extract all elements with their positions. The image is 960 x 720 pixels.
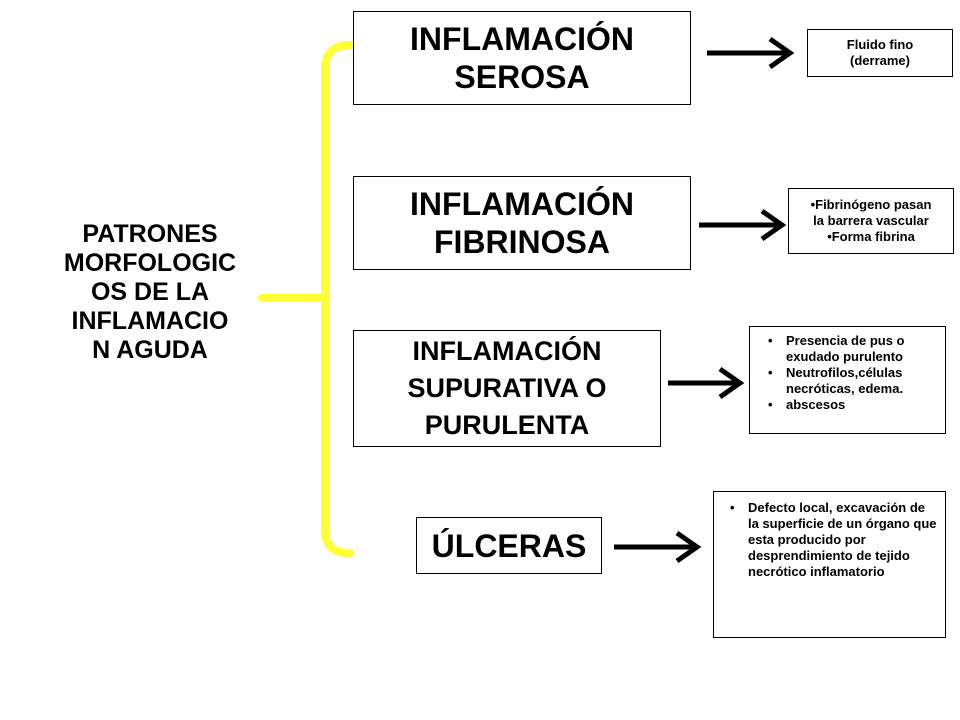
pattern-title-line: PURULENTA	[424, 410, 590, 440]
pattern-serosa-box: INFLAMACIÓN SEROSA	[353, 11, 691, 105]
description-item: Defecto local, excavación de la superfic…	[730, 500, 937, 580]
pattern-title-line: SEROSA	[454, 59, 590, 95]
description-line: la barrera vascular	[813, 213, 929, 228]
description-list: Defecto local, excavación de la superfic…	[726, 500, 937, 580]
title-line: PATRONES	[82, 220, 218, 248]
description-serosa-box: Fluido fino (derrame)	[807, 29, 953, 77]
description-item: abscesos	[768, 397, 937, 413]
description-list: Presencia de pus o exudado purulento Neu…	[764, 333, 937, 413]
pattern-title-line: INFLAMACIÓN	[410, 21, 634, 57]
title-line: MORFOLOGIC	[63, 249, 237, 277]
pattern-supurativa-box: INFLAMACIÓN SUPURATIVA O PURULENTA	[353, 330, 661, 447]
pattern-title-line: FIBRINOSA	[434, 224, 610, 260]
pattern-title-line: INFLAMACIÓN	[412, 336, 602, 366]
arrow-supurativa	[668, 366, 745, 400]
diagram-title: PATRONES MORFOLOGIC OS DE LA INFLAMACIO …	[30, 220, 270, 365]
title-line: N AGUDA	[92, 336, 208, 364]
pattern-title-line: INFLAMACIÓN	[410, 186, 634, 222]
description-line: •Forma fibrina	[827, 229, 915, 244]
description-item: Presencia de pus o exudado purulento	[768, 333, 937, 365]
pattern-ulceras-box: ÚLCERAS	[416, 517, 602, 574]
arrows	[614, 36, 795, 564]
description-line: (derrame)	[850, 53, 910, 68]
description-line: Fluido fino	[846, 37, 914, 52]
description-line: •Fibrinógeno pasan	[810, 197, 932, 212]
description-fibrinosa-box: •Fibrinógeno pasan la barrera vascular •…	[788, 188, 954, 254]
description-item: Neutrofilos,células necróticas, edema.	[768, 365, 937, 397]
description-ulceras-box: Defecto local, excavación de la superfic…	[713, 491, 946, 638]
pattern-title-line: ÚLCERAS	[431, 527, 587, 564]
arrow-serosa	[707, 36, 795, 70]
bracket-bottom-arm	[321, 526, 354, 557]
yellow-bracket	[258, 41, 354, 557]
title-line: INFLAMACIO	[71, 307, 229, 335]
pattern-fibrinosa-box: INFLAMACIÓN FIBRINOSA	[353, 176, 691, 270]
description-supurativa-box: Presencia de pus o exudado purulento Neu…	[749, 326, 946, 434]
arrow-ulceras	[614, 530, 702, 564]
pattern-title-line: SUPURATIVA O	[407, 373, 607, 403]
title-line: OS DE LA	[90, 278, 210, 306]
arrow-fibrinosa	[699, 208, 787, 242]
bracket-top-arm	[321, 41, 354, 74]
